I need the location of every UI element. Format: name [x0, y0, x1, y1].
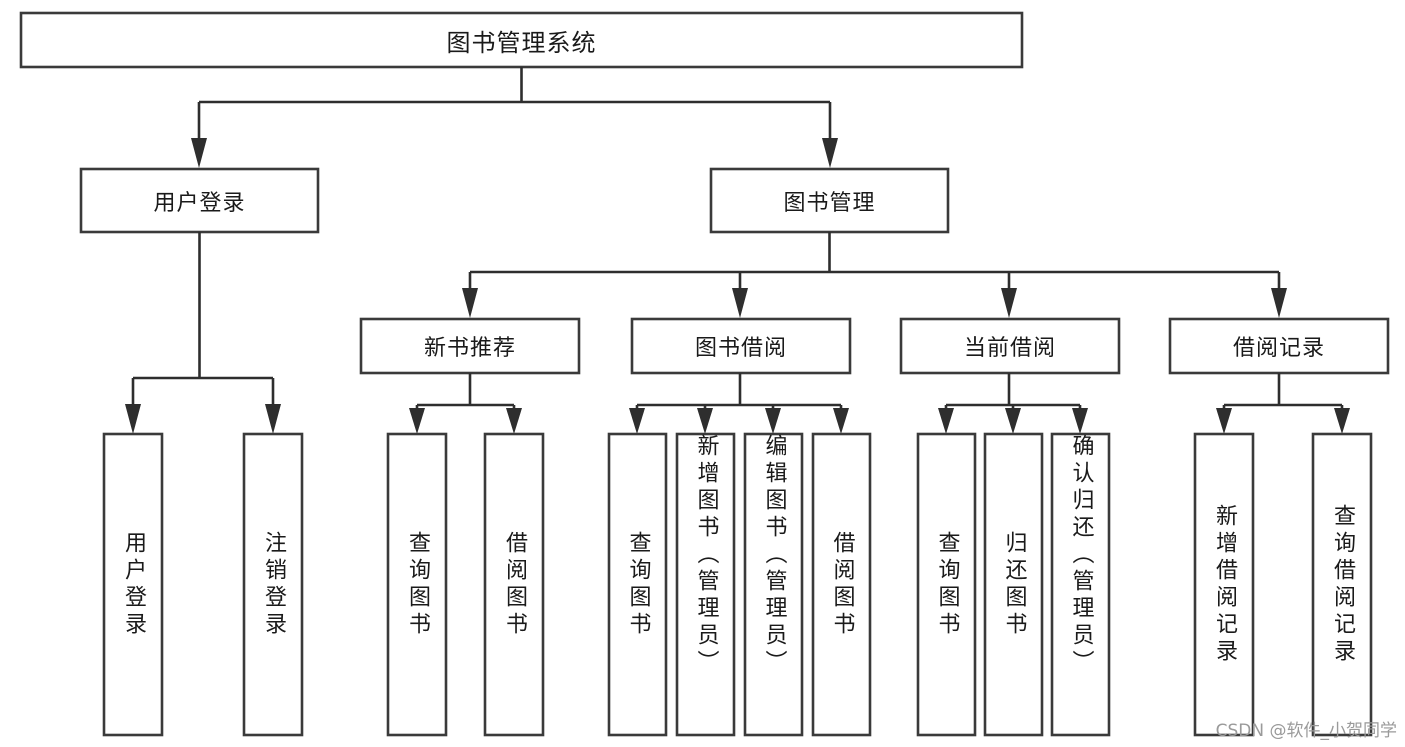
leaf-box-current-borrow-3[interactable] [1050, 432, 1111, 737]
arrow-borrow-records-leaf-1 [1216, 408, 1232, 434]
arrow-current-borrow-leaf-2 [1005, 408, 1021, 434]
node-current-borrow-box[interactable] [899, 317, 1121, 375]
arrow-current-borrow-leaf-3 [1072, 408, 1088, 434]
node-user-login-box[interactable] [79, 167, 320, 234]
arrow-to-book-management [822, 138, 838, 168]
arrow-to-borrow-records [1271, 288, 1287, 318]
arrow-book-borrow-leaf-1 [629, 408, 645, 434]
node-new-book-recommend-box[interactable] [359, 317, 581, 375]
leaf-box-user-login-2[interactable] [242, 432, 304, 737]
arrow-book-borrow-leaf-4 [833, 408, 849, 434]
leaf-box-new-book-1[interactable] [386, 432, 448, 737]
arrow-to-current-borrow [1001, 288, 1017, 318]
arrow-book-borrow-leaf-3 [765, 408, 781, 434]
arrow-book-borrow-leaf-2 [697, 408, 713, 434]
arrow-user-login-leaf-2 [265, 404, 281, 434]
leaf-box-book-borrow-4[interactable] [811, 432, 872, 737]
arrow-current-borrow-leaf-1 [938, 408, 954, 434]
arrow-new-book-leaf-1 [409, 408, 425, 434]
arrow-to-user-login [191, 138, 207, 168]
node-book-borrow-box[interactable] [630, 317, 852, 375]
node-book-management-box[interactable] [709, 167, 950, 234]
arrow-borrow-records-leaf-2 [1334, 408, 1350, 434]
leaf-box-book-borrow-3[interactable] [743, 432, 804, 737]
leaf-box-new-book-2[interactable] [483, 432, 545, 737]
leaf-box-book-borrow-2[interactable] [675, 432, 736, 737]
leaf-box-user-login-1[interactable] [102, 432, 164, 737]
node-root-box[interactable] [19, 11, 1024, 69]
leaf-box-current-borrow-1[interactable] [916, 432, 977, 737]
node-borrow-records-box[interactable] [1168, 317, 1390, 375]
arrow-user-login-leaf-1 [125, 404, 141, 434]
leaf-box-book-borrow-1[interactable] [607, 432, 668, 737]
leaf-box-current-borrow-2[interactable] [983, 432, 1044, 737]
arrow-to-book-borrow [732, 288, 748, 318]
arrow-to-new-book [462, 288, 478, 318]
arrow-new-book-leaf-2 [506, 408, 522, 434]
leaf-box-borrow-records-1[interactable] [1193, 432, 1255, 737]
leaf-box-borrow-records-2[interactable] [1311, 432, 1373, 737]
